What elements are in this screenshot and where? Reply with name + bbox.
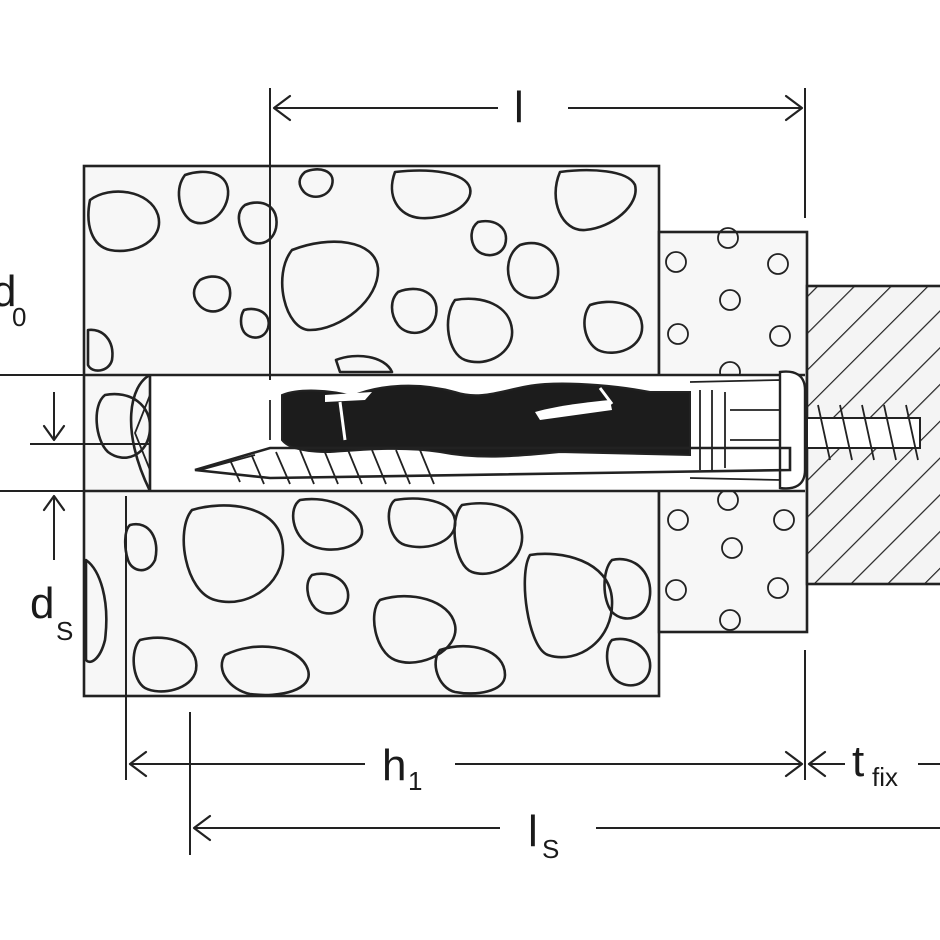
label-tfix-sub: fix bbox=[872, 762, 898, 792]
label-d0-sub: 0 bbox=[12, 302, 26, 332]
label-h1: h bbox=[382, 741, 406, 790]
label-h1-sub: 1 bbox=[408, 766, 422, 796]
dimension-lines bbox=[0, 88, 940, 855]
label-l: l bbox=[514, 83, 524, 132]
label-ls: l bbox=[528, 807, 538, 856]
label-tfix: t bbox=[852, 737, 864, 786]
label-ds: d bbox=[30, 579, 54, 628]
label-d0: d bbox=[0, 267, 16, 316]
label-ds-sub: S bbox=[56, 616, 73, 646]
dimension-labels: l d 0 d S h 1 t fix l S bbox=[0, 83, 898, 864]
label-ls-sub: S bbox=[542, 834, 559, 864]
plug-dowel bbox=[269, 370, 807, 490]
screw bbox=[194, 404, 921, 485]
